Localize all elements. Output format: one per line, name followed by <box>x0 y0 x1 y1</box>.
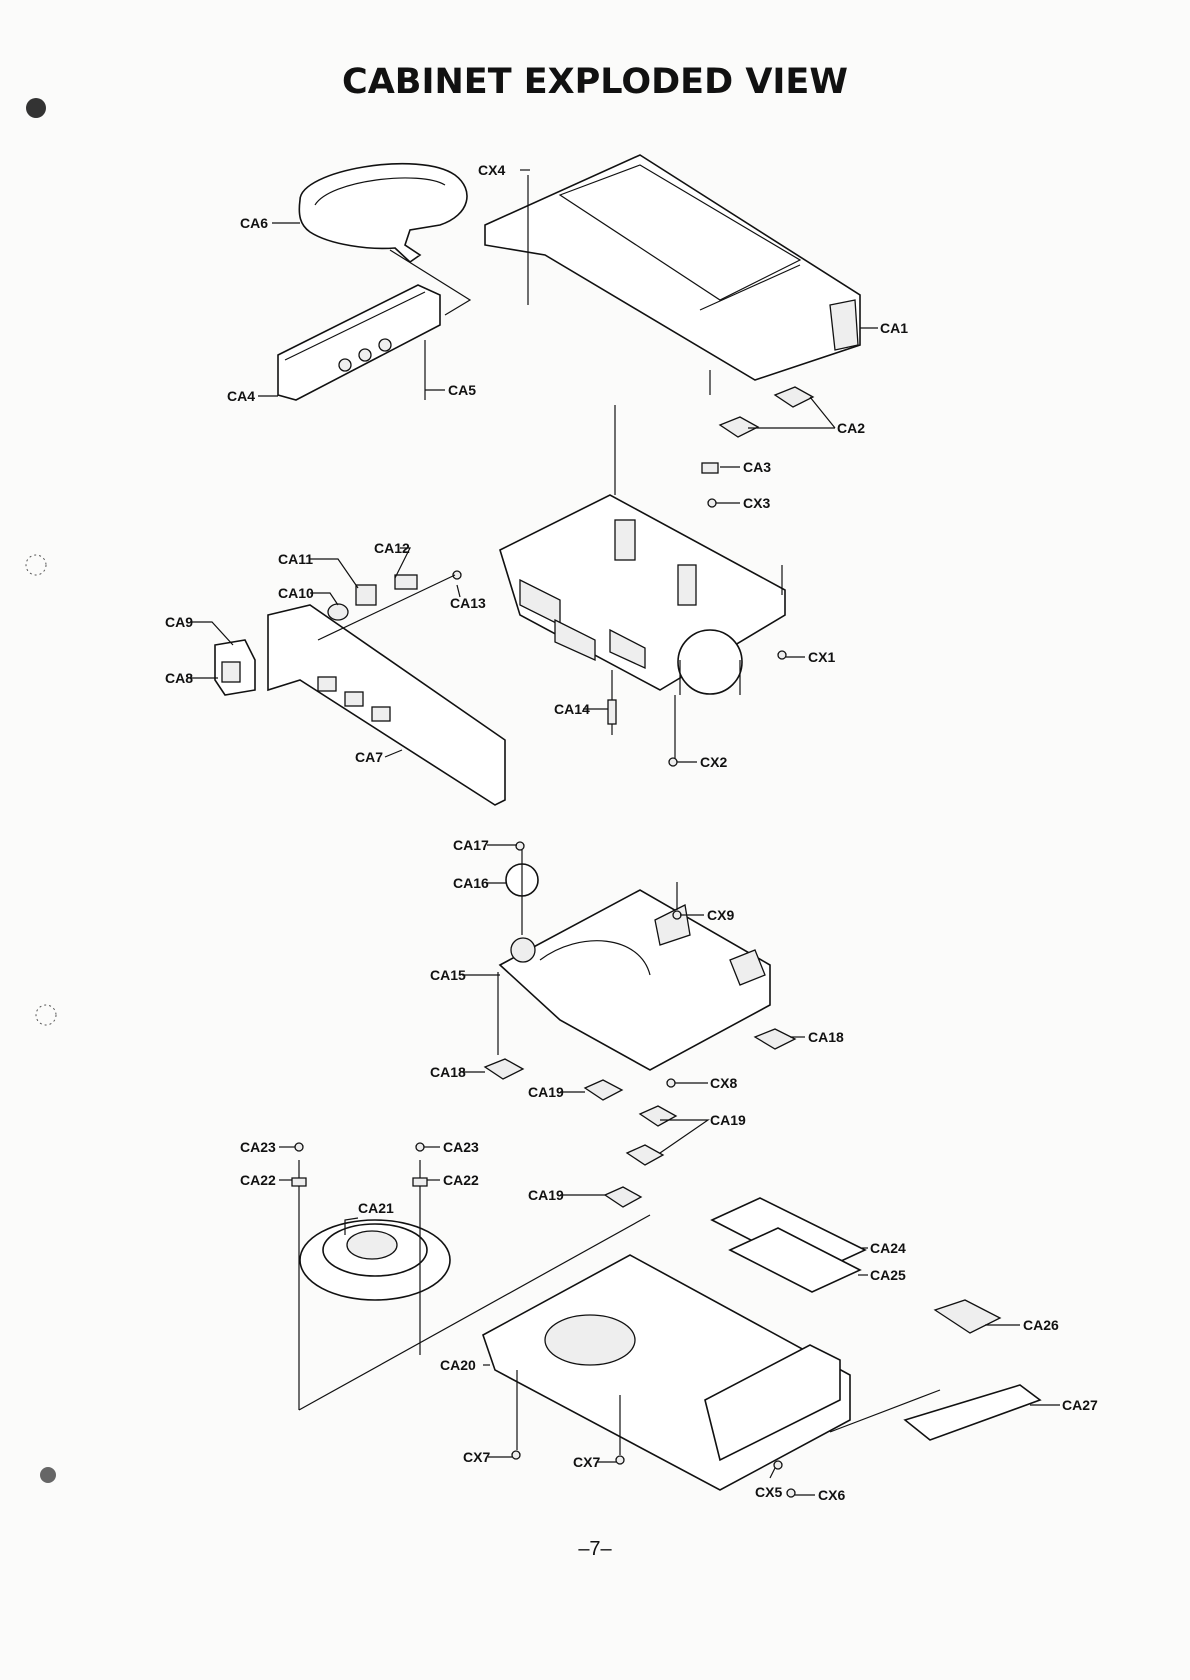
label-ca25: CA25 <box>870 1267 906 1283</box>
label-ca5: CA5 <box>448 382 476 398</box>
label-ca10: CA10 <box>278 585 314 601</box>
screw-part <box>516 842 524 850</box>
punch-hole <box>26 98 46 118</box>
bracket-part <box>702 463 718 473</box>
label-ca8: CA8 <box>165 670 193 686</box>
speaker-part <box>300 1220 450 1300</box>
label-ca6: CA6 <box>240 215 268 231</box>
label-cx8: CX8 <box>710 1075 737 1091</box>
screw-part <box>787 1489 795 1497</box>
pad-part <box>775 387 813 407</box>
screw-part <box>295 1143 303 1151</box>
label-ca23-right: CA23 <box>443 1139 479 1155</box>
pad-part <box>755 1029 795 1049</box>
screw-part <box>667 1079 675 1087</box>
strap-part <box>299 164 467 262</box>
pad-part <box>935 1300 1000 1333</box>
clip-part <box>395 575 417 589</box>
label-cx6: CX6 <box>818 1487 845 1503</box>
pad-part <box>485 1059 523 1079</box>
punch-hole <box>26 555 46 575</box>
page-number: –7– <box>0 1538 1190 1561</box>
pad-part <box>640 1106 676 1126</box>
screw-part <box>512 1451 520 1459</box>
label-cx5: CX5 <box>755 1484 782 1500</box>
label-cx7-left: CX7 <box>463 1449 490 1465</box>
bracket-part <box>356 585 376 605</box>
label-ca15: CA15 <box>430 967 466 983</box>
label-ca7: CA7 <box>355 749 383 765</box>
screw-part <box>774 1461 782 1469</box>
side-panel-part <box>278 285 440 400</box>
pin-part <box>608 700 616 724</box>
label-ca16: CA16 <box>453 875 489 891</box>
label-cx9: CX9 <box>707 907 734 923</box>
screw-part <box>416 1143 424 1151</box>
label-ca18-left: CA18 <box>430 1064 466 1080</box>
grille-part <box>222 662 240 682</box>
label-cx1: CX1 <box>808 649 835 665</box>
label-cx7-right: CX7 <box>573 1454 600 1470</box>
label-ca4: CA4 <box>227 388 255 404</box>
punch-hole <box>36 1005 56 1025</box>
screw-part <box>669 758 677 766</box>
label-cx4: CX4 <box>478 162 505 178</box>
label-ca26: CA26 <box>1023 1317 1059 1333</box>
pad-part <box>720 417 758 437</box>
screw-part <box>708 499 716 507</box>
label-ca1: CA1 <box>880 320 908 336</box>
label-ca27: CA27 <box>1062 1397 1098 1413</box>
label-ca12: CA12 <box>374 540 410 556</box>
label-ca3: CA3 <box>743 459 771 475</box>
screw-part <box>673 911 681 919</box>
pad-part <box>605 1187 641 1207</box>
label-ca20: CA20 <box>440 1357 476 1373</box>
label-cx2: CX2 <box>700 754 727 770</box>
label-ca14: CA14 <box>554 701 590 717</box>
top-cabinet-part <box>485 155 860 380</box>
mechanism-chassis-part <box>500 495 785 695</box>
label-ca19-c: CA19 <box>528 1187 564 1203</box>
label-ca18-right: CA18 <box>808 1029 844 1045</box>
label-ca19-a: CA19 <box>528 1084 564 1100</box>
circuit-board-part <box>500 864 770 1070</box>
label-ca24: CA24 <box>870 1240 906 1256</box>
label-ca22-left: CA22 <box>240 1172 276 1188</box>
pad-part <box>585 1080 622 1100</box>
screw-part <box>778 651 786 659</box>
label-ca9: CA9 <box>165 614 193 630</box>
battery-door-part <box>905 1385 1040 1440</box>
label-ca11: CA11 <box>278 551 313 567</box>
screw-part <box>616 1456 624 1464</box>
label-ca19-b: CA19 <box>710 1112 746 1128</box>
punch-hole <box>40 1467 56 1483</box>
label-ca21: CA21 <box>358 1200 394 1216</box>
washer-part <box>413 1178 427 1186</box>
label-cx3: CX3 <box>743 495 770 511</box>
label-ca17: CA17 <box>453 837 489 853</box>
label-ca2: CA2 <box>837 420 865 436</box>
label-ca22-right: CA22 <box>443 1172 479 1188</box>
label-ca23-left: CA23 <box>240 1139 276 1155</box>
washer-part <box>292 1178 306 1186</box>
pad-part <box>627 1145 663 1165</box>
bottom-cabinet-part <box>483 1255 850 1490</box>
label-ca13: CA13 <box>450 595 486 611</box>
cap-part <box>328 604 348 620</box>
front-panel-part <box>268 605 505 805</box>
